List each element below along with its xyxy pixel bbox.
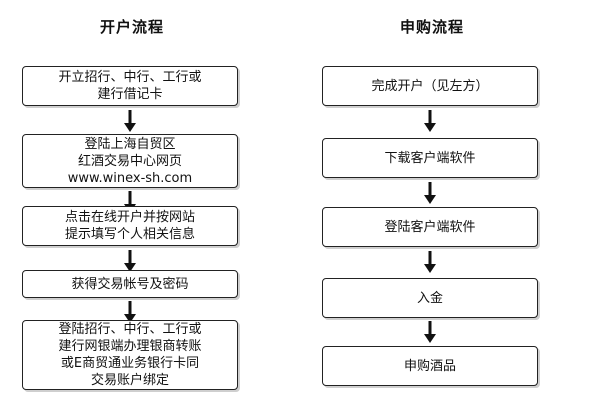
right-step-3: 登陆客户端软件: [322, 207, 538, 247]
right-step-4: 入金: [322, 278, 538, 318]
left-arrow-4: [122, 301, 138, 323]
account-opening-title: 开户流程: [99, 18, 164, 36]
left-step-4: 获得交易帐号及密码: [22, 270, 238, 298]
left-arrow-3: [122, 250, 138, 272]
right-step-5: 申购酒品: [322, 346, 538, 386]
right-arrow-2: [422, 182, 438, 204]
left-step-1: 开立招行、中行、工行或 建行借记卡: [22, 66, 238, 106]
right-arrow-1: [422, 110, 438, 132]
left-step-5: 登陆招行、中行、工行或 建行网银端办理银商转账 或E商贸通业务银行卡同 交易账户…: [22, 320, 238, 390]
left-step-3: 点击在线开户并按网站 提示填写个人相关信息: [22, 206, 238, 246]
subscription-title: 申购流程: [399, 18, 464, 36]
right-arrow-4: [422, 321, 438, 343]
right-step-2: 下载客户端软件: [322, 138, 538, 178]
left-step-2: 登陆上海自贸区 红酒交易中心网页 www.winex-sh.com: [22, 134, 238, 188]
left-arrow-1: [122, 110, 138, 132]
right-arrow-3: [422, 251, 438, 273]
right-step-1: 完成开户（见左方）: [322, 66, 538, 106]
